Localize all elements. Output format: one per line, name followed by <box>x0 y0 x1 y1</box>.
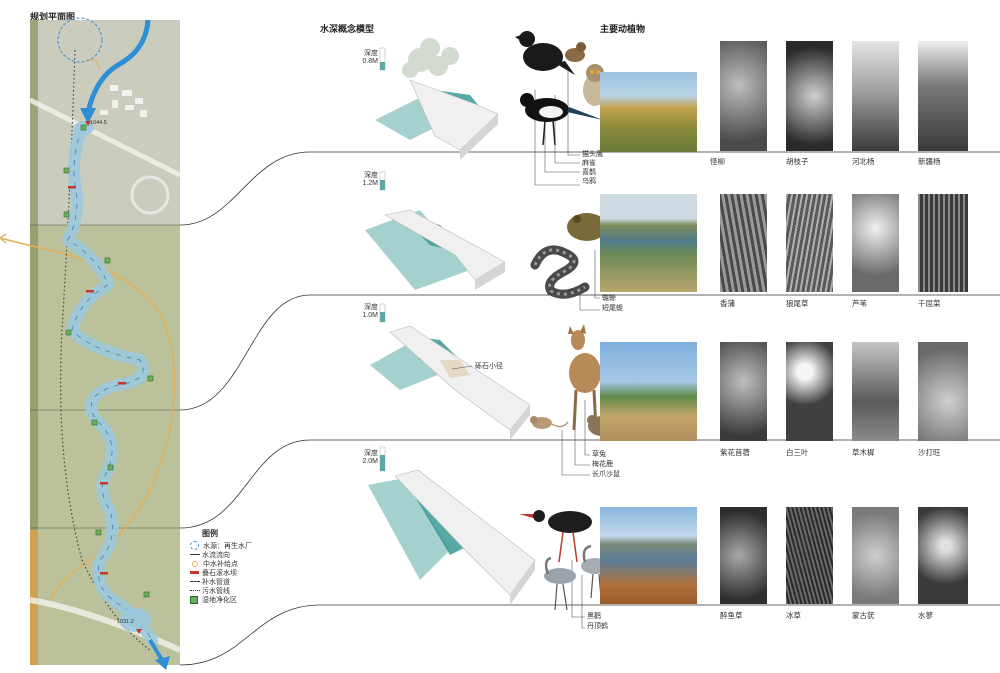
habitat-photo-3 <box>600 342 697 441</box>
plant-label: 醉鱼草 <box>720 611 743 620</box>
animal-list-1: 猫头鹰 麻雀 喜鹊 乌鸦 <box>582 151 603 185</box>
wetland-markers <box>63 124 154 598</box>
green-square-icon <box>190 595 198 604</box>
red-bar-icon <box>190 571 199 574</box>
species-title: 主要动植物 <box>600 24 646 34</box>
water-source-circle <box>57 17 103 63</box>
plant-photo <box>720 41 767 151</box>
plant-label: 蒙古莸 <box>852 611 875 620</box>
water-supply-pipe <box>0 237 176 601</box>
plant-photo <box>918 342 968 441</box>
tree-icon <box>402 38 459 78</box>
dot-line-icon <box>190 590 200 591</box>
legend: 图例 水源：再生水厂 水流流向 中水补给点 叠石滚水坝 补水管道 污水管线 湿地… <box>190 528 252 604</box>
dash-line-icon <box>190 581 200 582</box>
habitat-photo-2 <box>600 194 697 292</box>
plant-photo <box>720 194 767 292</box>
plant-label: 怪柳 <box>710 157 725 166</box>
buildings <box>100 85 147 117</box>
road <box>28 97 182 178</box>
legend-item: 叠石滚水坝 <box>190 568 252 577</box>
legend-item: 水源：再生水厂 <box>190 541 252 550</box>
plant-photo <box>852 507 899 604</box>
legend-item: 补水管道 <box>190 577 252 586</box>
road <box>29 597 182 653</box>
animal-list-2: 蟾蜍 短尾蝮 <box>602 295 623 312</box>
plant-label: 胡枝子 <box>786 157 809 166</box>
plant-photo <box>786 507 833 604</box>
plant-photo <box>720 342 767 441</box>
plant-label: 白三叶 <box>786 448 809 457</box>
plant-label: 千屈菜 <box>918 299 941 308</box>
circle-dashed-icon <box>190 541 199 550</box>
legend-item: 湿地净化区 <box>190 595 252 604</box>
plant-photo <box>720 507 767 604</box>
plant-photo <box>918 41 968 151</box>
plan-title: 规划平面图 <box>30 12 76 22</box>
plant-label: 狼尾草 <box>786 299 809 308</box>
model-title: 水深概念模型 <box>320 24 375 34</box>
elevation-top: 1044.5 <box>90 120 107 126</box>
birds-illustration <box>515 31 607 146</box>
animal-list-3: 草兔 梅花鹿 长爪沙鼠 <box>592 451 620 478</box>
plant-photo <box>852 342 899 441</box>
depth-model-1 <box>375 38 499 160</box>
dot-icon <box>192 560 198 567</box>
plant-label: 草木樨 <box>852 448 875 457</box>
plant-photo <box>786 342 833 441</box>
depth-model-4 <box>368 446 536 605</box>
plant-label: 沙打旺 <box>918 448 941 457</box>
legend-title: 图例 <box>202 529 218 538</box>
legend-item: 水流流向 <box>190 550 252 559</box>
plant-label: 水蓼 <box>918 611 933 620</box>
depth-model-2 <box>365 171 506 290</box>
plant-label: 河北杨 <box>852 157 875 166</box>
habitat-photo-4 <box>600 507 697 604</box>
gravel-path-label: 砾石小径 <box>475 363 503 370</box>
plant-photo <box>918 507 968 604</box>
plant-photo <box>918 194 968 292</box>
plant-label: 芦苇 <box>852 299 867 308</box>
animal-list-4: 黑鹳 丹顶鹤 <box>587 613 608 630</box>
plant-label: 紫花苜蓿 <box>720 448 750 457</box>
plant-photo <box>852 41 899 151</box>
flow-direction-line <box>67 127 153 641</box>
depth-model-3 <box>370 303 531 440</box>
plant-photo <box>786 41 833 151</box>
arrow-icon <box>190 553 200 556</box>
legend-item: 中水补给点 <box>190 559 252 568</box>
plant-photo <box>852 194 899 292</box>
plant-label: 香蒲 <box>720 299 735 308</box>
habitat-photo-1 <box>600 72 697 152</box>
plant-label: 冰草 <box>786 611 801 620</box>
row-connector-lines <box>179 151 1000 666</box>
urban-area-top <box>30 20 180 225</box>
plant-photo <box>786 194 833 292</box>
dams <box>68 186 126 575</box>
elevation-bottom: 1031.2 <box>117 619 134 625</box>
reptiles-illustration <box>530 213 607 299</box>
plant-label: 新疆杨 <box>918 157 941 166</box>
main-flow-arrow <box>85 19 151 113</box>
legend-item: 污水管线 <box>190 586 252 595</box>
